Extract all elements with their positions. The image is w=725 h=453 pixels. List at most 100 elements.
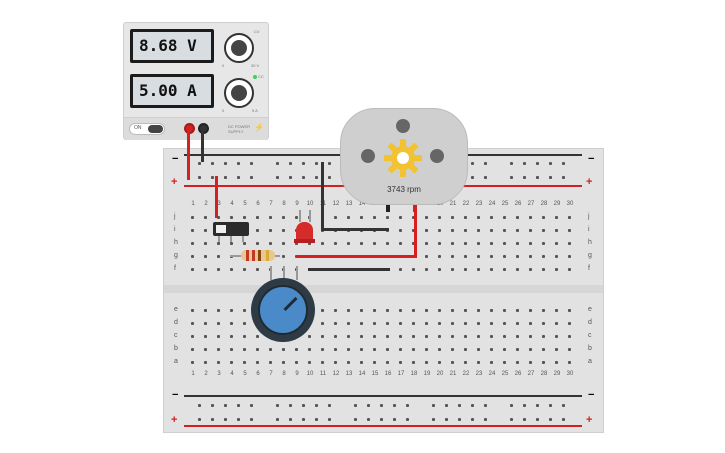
breadboard-hole[interactable]	[438, 242, 441, 245]
breadboard-hole[interactable]	[191, 216, 194, 219]
rail-hole[interactable]	[250, 404, 253, 407]
rail-hole[interactable]	[367, 418, 370, 421]
red-wire-motor-lead[interactable]	[414, 205, 417, 257]
rail-hole[interactable]	[406, 404, 409, 407]
rail-hole[interactable]	[354, 418, 357, 421]
breadboard-hole[interactable]	[438, 229, 441, 232]
breadboard-hole[interactable]	[386, 309, 389, 312]
breadboard-hole[interactable]	[516, 361, 519, 364]
rail-hole[interactable]	[471, 176, 474, 179]
rail-hole[interactable]	[471, 418, 474, 421]
breadboard-hole[interactable]	[555, 268, 558, 271]
rail-hole[interactable]	[562, 176, 565, 179]
breadboard-hole[interactable]	[204, 361, 207, 364]
breadboard-hole[interactable]	[386, 361, 389, 364]
breadboard-hole[interactable]	[542, 242, 545, 245]
breadboard-hole[interactable]	[386, 348, 389, 351]
breadboard-hole[interactable]	[412, 348, 415, 351]
rail-hole[interactable]	[224, 162, 227, 165]
rail-hole[interactable]	[380, 418, 383, 421]
rail-hole[interactable]	[224, 404, 227, 407]
breadboard-hole[interactable]	[477, 268, 480, 271]
breadboard-hole[interactable]	[516, 216, 519, 219]
breadboard-hole[interactable]	[204, 255, 207, 258]
rail-hole[interactable]	[302, 162, 305, 165]
breadboard-hole[interactable]	[230, 309, 233, 312]
power-switch-button[interactable]: ON	[129, 123, 165, 135]
breadboard-hole[interactable]	[490, 309, 493, 312]
breadboard-hole[interactable]	[425, 309, 428, 312]
breadboard-hole[interactable]	[490, 216, 493, 219]
breadboard-hole[interactable]	[334, 361, 337, 364]
breadboard-hole[interactable]	[529, 361, 532, 364]
breadboard-hole[interactable]	[347, 348, 350, 351]
breadboard-hole[interactable]	[568, 322, 571, 325]
breadboard-hole[interactable]	[516, 242, 519, 245]
breadboard-hole[interactable]	[568, 242, 571, 245]
breadboard-hole[interactable]	[464, 216, 467, 219]
breadboard-hole[interactable]	[451, 309, 454, 312]
breadboard-hole[interactable]	[256, 216, 259, 219]
breadboard-hole[interactable]	[334, 242, 337, 245]
breadboard-hole[interactable]	[295, 361, 298, 364]
breadboard-hole[interactable]	[412, 309, 415, 312]
breadboard-hole[interactable]	[230, 216, 233, 219]
breadboard-hole[interactable]	[386, 322, 389, 325]
breadboard-hole[interactable]	[490, 229, 493, 232]
breadboard-hole[interactable]	[204, 216, 207, 219]
breadboard-hole[interactable]	[243, 309, 246, 312]
breadboard-hole[interactable]	[542, 268, 545, 271]
breadboard-hole[interactable]	[243, 335, 246, 338]
breadboard-hole[interactable]	[464, 229, 467, 232]
breadboard-hole[interactable]	[399, 361, 402, 364]
breadboard-hole[interactable]	[360, 348, 363, 351]
breadboard-hole[interactable]	[425, 242, 428, 245]
breadboard-hole[interactable]	[490, 361, 493, 364]
rail-hole[interactable]	[549, 162, 552, 165]
breadboard-hole[interactable]	[555, 322, 558, 325]
breadboard-hole[interactable]	[568, 229, 571, 232]
rail-hole[interactable]	[354, 404, 357, 407]
breadboard-hole[interactable]	[334, 348, 337, 351]
breadboard-hole[interactable]	[256, 229, 259, 232]
breadboard-hole[interactable]	[373, 242, 376, 245]
breadboard-hole[interactable]	[243, 216, 246, 219]
breadboard-hole[interactable]	[425, 255, 428, 258]
breadboard-hole[interactable]	[399, 229, 402, 232]
breadboard-hole[interactable]	[243, 348, 246, 351]
breadboard-hole[interactable]	[360, 242, 363, 245]
breadboard-hole[interactable]	[191, 255, 194, 258]
breadboard-hole[interactable]	[399, 268, 402, 271]
breadboard-hole[interactable]	[490, 268, 493, 271]
breadboard-hole[interactable]	[204, 322, 207, 325]
breadboard-hole[interactable]	[308, 348, 311, 351]
breadboard-hole[interactable]	[542, 255, 545, 258]
breadboard-hole[interactable]	[373, 309, 376, 312]
rail-hole[interactable]	[484, 162, 487, 165]
breadboard-hole[interactable]	[373, 335, 376, 338]
breadboard-hole[interactable]	[503, 216, 506, 219]
breadboard-hole[interactable]	[529, 242, 532, 245]
breadboard-hole[interactable]	[438, 361, 441, 364]
breadboard-hole[interactable]	[503, 335, 506, 338]
potentiometer[interactable]	[251, 278, 315, 342]
rail-hole[interactable]	[276, 176, 279, 179]
breadboard-hole[interactable]	[399, 322, 402, 325]
rail-hole[interactable]	[198, 176, 201, 179]
breadboard-hole[interactable]	[464, 322, 467, 325]
breadboard-hole[interactable]	[243, 361, 246, 364]
breadboard-hole[interactable]	[191, 268, 194, 271]
breadboard-hole[interactable]	[256, 242, 259, 245]
breadboard-hole[interactable]	[230, 322, 233, 325]
breadboard-hole[interactable]	[464, 242, 467, 245]
black-wire-psu-to-rail[interactable]	[201, 128, 204, 162]
breadboard-hole[interactable]	[542, 361, 545, 364]
breadboard-hole[interactable]	[230, 268, 233, 271]
breadboard-hole[interactable]	[217, 255, 220, 258]
breadboard-hole[interactable]	[321, 361, 324, 364]
rail-hole[interactable]	[562, 418, 565, 421]
breadboard-hole[interactable]	[503, 322, 506, 325]
breadboard-hole[interactable]	[217, 361, 220, 364]
breadboard-hole[interactable]	[555, 255, 558, 258]
potentiometer-knob[interactable]	[258, 285, 308, 335]
